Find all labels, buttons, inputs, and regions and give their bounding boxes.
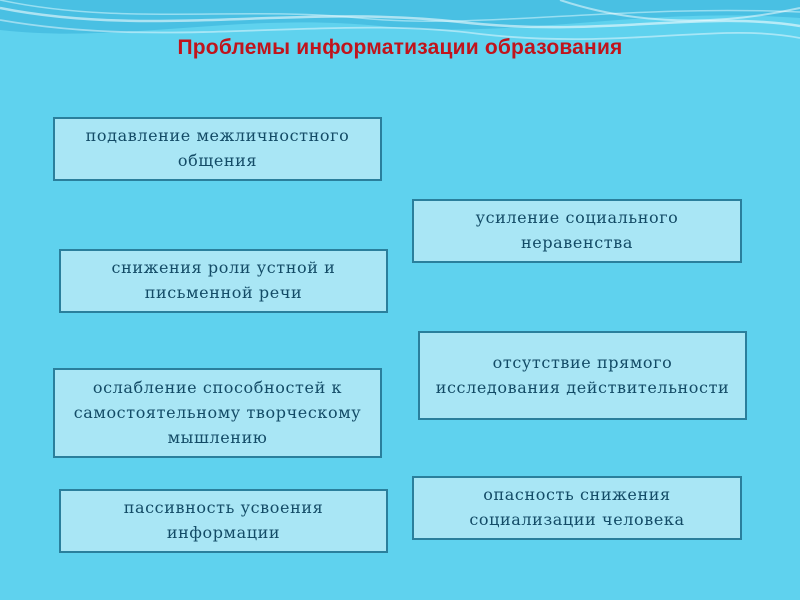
problem-box-socialization: опасность снижения социализации человека <box>412 476 742 540</box>
slide-title: Проблемы информатизации образования <box>177 36 623 59</box>
problem-text: ослабление способностей к самостоятельно… <box>73 377 362 447</box>
problem-box-speech: снижения роли устной и письменной речи <box>59 249 388 313</box>
problem-text: отсутствие прямого исследования действит… <box>435 352 730 397</box>
problem-box-passivity: пассивность усвоения информации <box>59 489 388 553</box>
decorative-waves <box>0 0 800 40</box>
problem-text: подавление межличностного общения <box>85 126 350 170</box>
problem-box-inequality: усиление социального неравенства <box>412 199 742 263</box>
problem-text: снижения роли устной и письменной речи <box>111 258 336 302</box>
problem-text: опасность снижения социализации человека <box>469 485 685 529</box>
problem-text: пассивность усвоения информации <box>123 498 324 542</box>
problem-text: усиление социального неравенства <box>475 208 679 252</box>
problem-box-creative-thinking: ослабление способностей к самостоятельно… <box>53 368 382 458</box>
problem-box-research: отсутствие прямого исследования действит… <box>418 331 747 420</box>
problem-box-interpersonal: подавление межличностного общения <box>53 117 382 181</box>
